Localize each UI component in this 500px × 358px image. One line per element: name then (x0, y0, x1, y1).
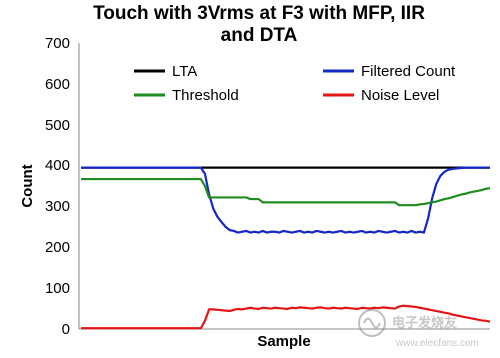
series-line-threshold (81, 177, 491, 207)
y-tick-label: 300 (45, 198, 70, 215)
y-tick-label: 500 (45, 117, 70, 134)
legend-label-lta: LTA (172, 63, 197, 80)
watermark-logo-icon (358, 309, 386, 337)
legend-label-threshold: Threshold (172, 87, 239, 104)
series-line-noise-level (81, 304, 491, 330)
y-tick-label: 200 (45, 239, 70, 256)
y-tick-label: 600 (45, 76, 70, 93)
legend-label-noise-level: Noise Level (361, 87, 439, 104)
y-tick-label: 100 (45, 280, 70, 297)
watermark: 电子发烧友 www.elecfans.com (358, 309, 479, 349)
series-lines (81, 166, 491, 330)
y-tick-label: 400 (45, 157, 70, 174)
chart-title-line-2: and DTA (221, 25, 298, 46)
watermark-text-main: 电子发烧友 (392, 315, 457, 330)
y-tick-label: 0 (62, 321, 70, 338)
y-tick-labels: 0 100 200 300 400 500 600 700 (45, 35, 70, 338)
legend: LTA Filtered Count Threshold Noise Level (134, 63, 456, 104)
series-line-filtered-count (81, 166, 490, 234)
legend-label-filtered-count: Filtered Count (361, 63, 456, 80)
y-tick-label: 700 (45, 35, 70, 52)
watermark-text-url: www.elecfans.com (395, 338, 479, 349)
y-axis-label: Count (19, 164, 36, 207)
chart-title-line-1: Touch with 3Vrms at F3 with MFP, IIR (93, 3, 425, 24)
x-axis-label: Sample (257, 333, 310, 350)
